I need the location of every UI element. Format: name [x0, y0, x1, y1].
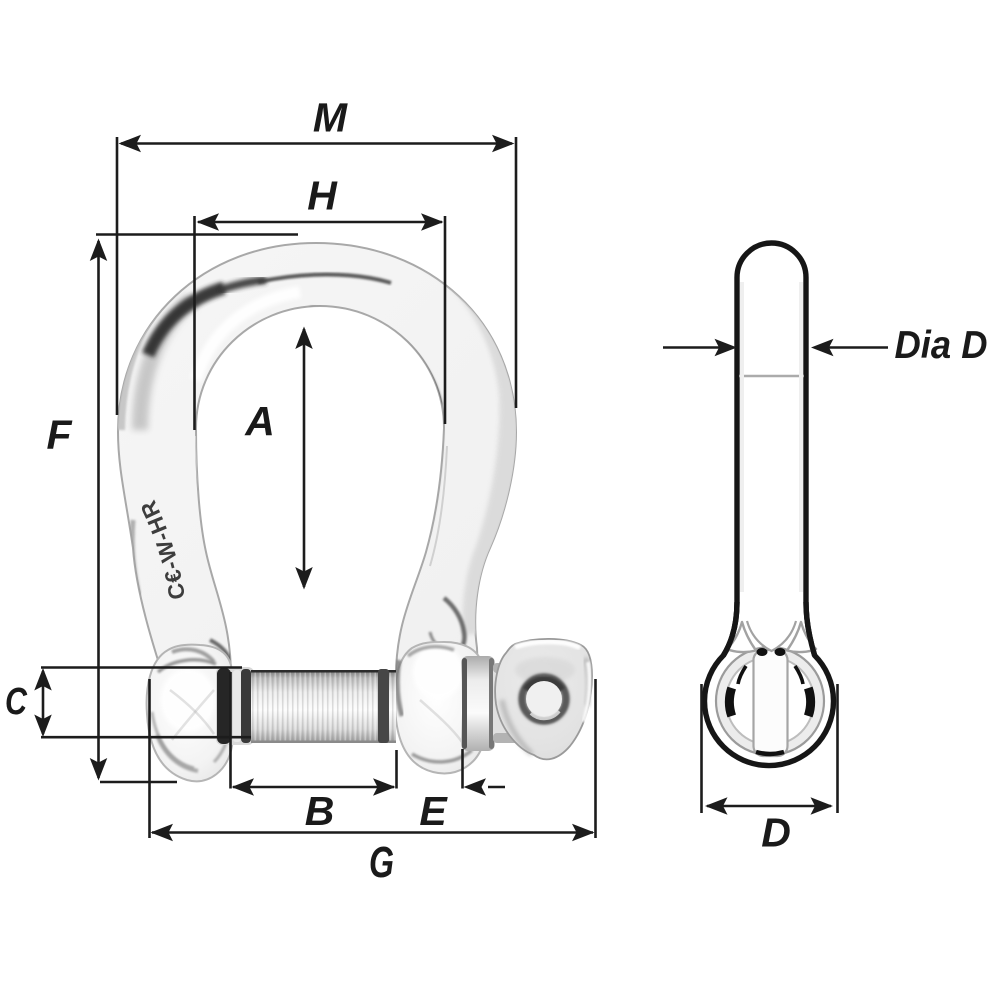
svg-text:A: A [244, 398, 275, 444]
svg-text:H: H [307, 173, 338, 219]
svg-text:Dia D: Dia D [895, 324, 988, 367]
svg-text:F: F [46, 412, 72, 458]
svg-text:C: C [5, 681, 27, 723]
svg-text:M: M [313, 95, 348, 141]
svg-text:B: B [305, 788, 335, 834]
svg-text:G: G [369, 838, 394, 887]
svg-text:E: E [419, 788, 448, 834]
svg-text:D: D [761, 810, 791, 856]
